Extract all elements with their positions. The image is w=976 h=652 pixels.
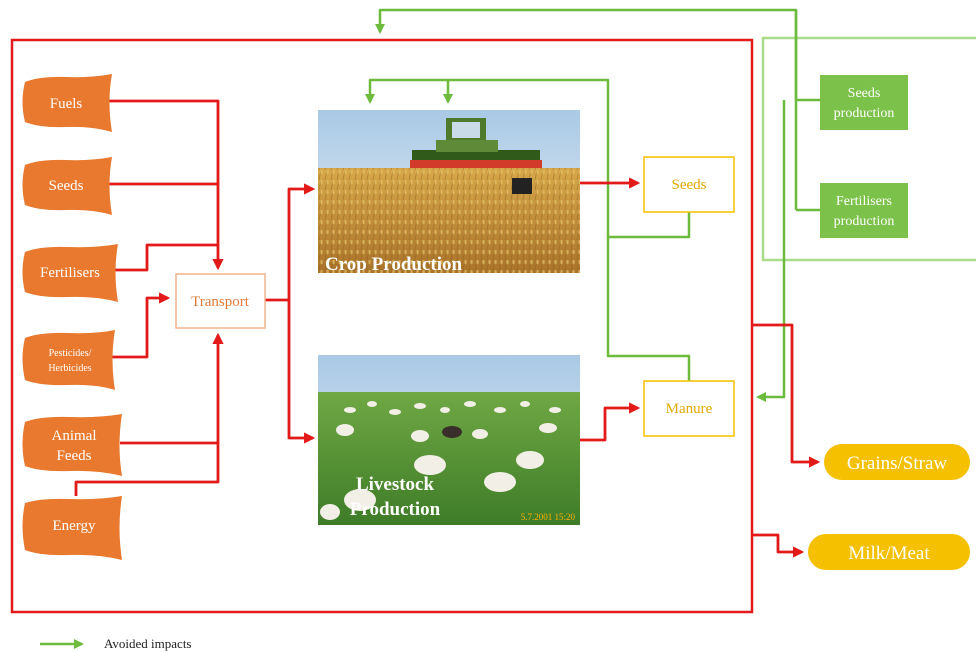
output-seeds-label: Seeds xyxy=(672,177,707,193)
material-flows xyxy=(74,99,821,558)
input-fuels: Fuels xyxy=(22,74,112,132)
input-fuels-label: Fuels xyxy=(50,96,83,112)
input-seeds: Seeds xyxy=(22,157,112,215)
avoided-impacts-boundary xyxy=(761,36,976,262)
output-seeds-box: Seeds xyxy=(643,156,735,213)
legend: Avoided impacts xyxy=(40,636,192,651)
seeds-production-box: Seeds production xyxy=(820,75,908,130)
photo-timestamp: 5.7.2001 15:20 xyxy=(521,512,576,522)
sheep-flock-icon xyxy=(320,401,561,520)
avoided-flows xyxy=(365,8,820,402)
transport-label: Transport xyxy=(191,294,250,310)
output-manure-label: Manure xyxy=(666,401,713,417)
crop-production-label: Crop Production xyxy=(325,254,462,275)
crop-production-image: Crop Production xyxy=(318,110,580,275)
input-pesticides-label-2: Herbicides xyxy=(48,363,91,374)
output-manure-box: Manure xyxy=(643,380,735,437)
product-grains-label: Grains/Straw xyxy=(847,453,948,474)
input-fertilisers: Fertilisers xyxy=(22,244,118,302)
livestock-production-image: 5.7.2001 15:20 Livestock Production xyxy=(318,355,580,525)
combine-harvester-icon xyxy=(410,118,542,194)
seeds-production-label-2: production xyxy=(834,106,895,121)
input-energy: Energy xyxy=(22,496,122,560)
input-seeds-label: Seeds xyxy=(49,178,84,194)
input-fertilisers-label: Fertilisers xyxy=(40,265,100,281)
input-animal-feeds: Animal Feeds xyxy=(22,414,122,476)
input-energy-label: Energy xyxy=(52,518,96,534)
seeds-production-label-1: Seeds xyxy=(848,86,881,101)
fertilisers-production-label-1: Fertilisers xyxy=(836,194,892,209)
transport-box: Transport xyxy=(175,273,266,329)
input-pesticides-label-1: Pesticides/ xyxy=(49,348,92,359)
livestock-production-label-1: Livestock xyxy=(356,474,435,495)
fertilisers-production-box: Fertilisers production xyxy=(820,183,908,238)
input-pesticides: Pesticides/ Herbicides xyxy=(22,330,115,390)
product-milk-label: Milk/Meat xyxy=(848,543,930,564)
input-animal-feeds-label-1: Animal xyxy=(52,428,97,444)
input-animal-feeds-label-2: Feeds xyxy=(57,448,92,464)
legend-avoided-impacts-label: Avoided impacts xyxy=(104,636,192,651)
livestock-production-label-2: Production xyxy=(350,499,441,520)
fertilisers-production-label-2: production xyxy=(834,214,895,229)
product-milk-meat: Milk/Meat xyxy=(808,534,970,570)
product-grains-straw: Grains/Straw xyxy=(824,444,970,480)
